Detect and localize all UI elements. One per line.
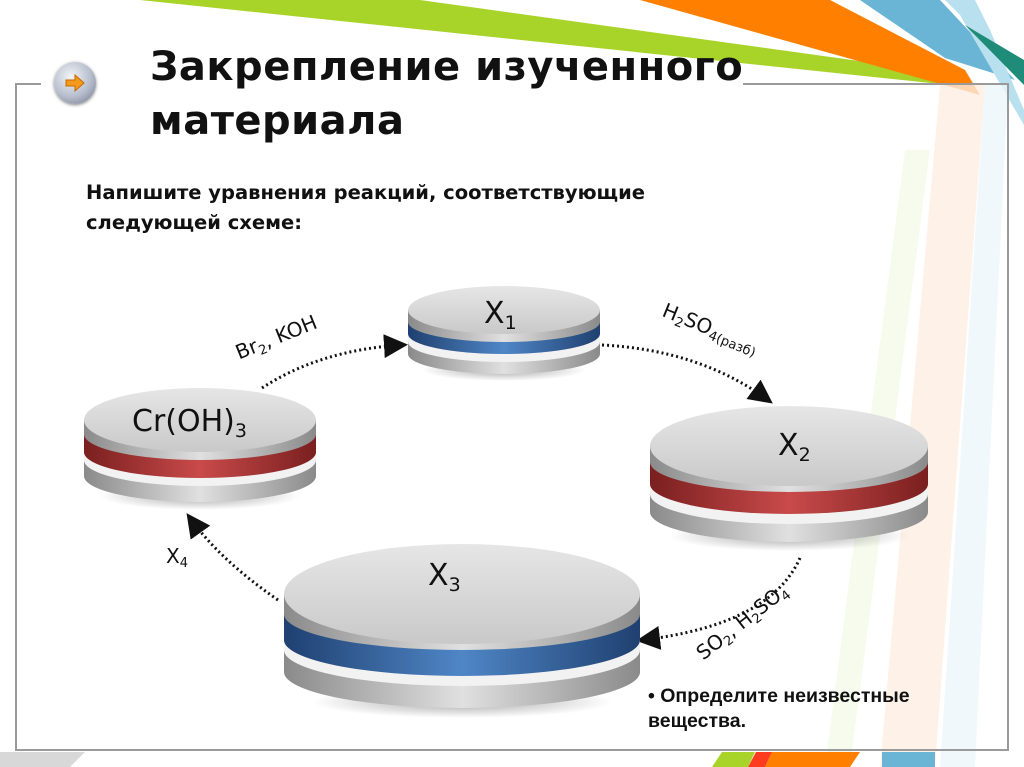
content-frame	[15, 83, 1009, 751]
frame-top-left	[15, 83, 41, 85]
arrow-right-icon	[65, 73, 85, 93]
note-line-1: • Определите неизвестные	[648, 685, 910, 707]
reagent-label-x4: X4	[166, 544, 188, 571]
node-label-x1: X1	[484, 296, 517, 334]
task-note: • Определите неизвестные вещества.	[648, 684, 910, 734]
disc-x2	[650, 406, 928, 551]
instruction-line-2: следующей схеме:	[86, 211, 303, 234]
node-label-x3: X3	[428, 558, 461, 596]
node-label-x2: X2	[778, 428, 811, 466]
title-line-2: материала	[150, 98, 405, 144]
slide-title: Закрепление изученного материала	[150, 40, 743, 148]
disc-x1	[408, 286, 600, 381]
node-label-croh3: Cr(OH)3	[132, 404, 247, 442]
instruction-text: Напишите уравнения реакций, соответствую…	[86, 178, 645, 238]
disc-croh3	[84, 388, 316, 510]
title-line-1: Закрепление изученного	[150, 44, 744, 90]
note-line-2: вещества.	[648, 710, 747, 732]
frame-top-right	[743, 83, 1009, 85]
disc-x3	[284, 544, 640, 718]
instruction-line-1: Напишите уравнения реакций, соответствую…	[86, 181, 646, 204]
next-slide-button[interactable]	[54, 62, 96, 104]
